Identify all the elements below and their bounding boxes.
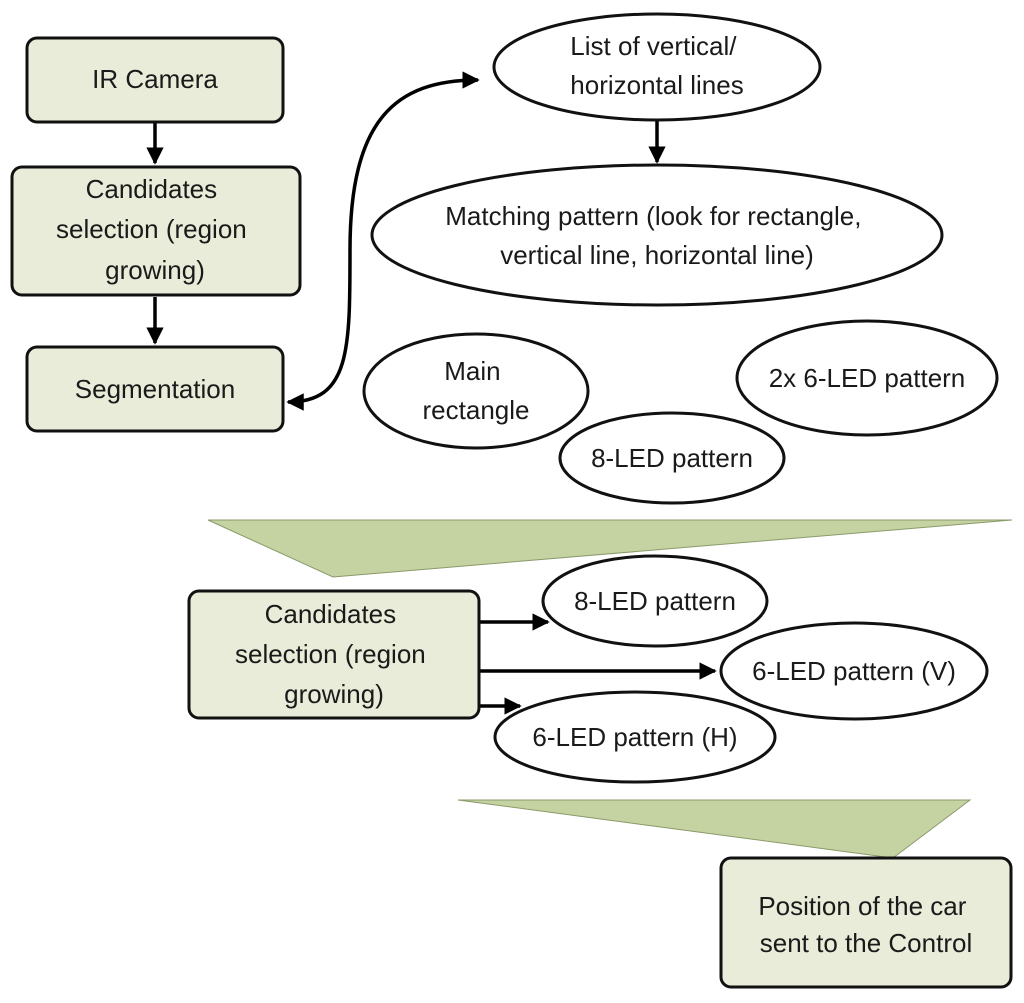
svg-text:Matching pattern (look for rec: Matching pattern (look for rectangle, ve… — [445, 201, 868, 270]
two-six-led-ellipse: 2x 6-LED pattern — [735, 319, 999, 437]
svg-text:List of vertical/ horizo: List of vertical/ horizontal lines — [570, 31, 743, 100]
svg-text:8-LED pattern: 8-LED pattern — [574, 586, 736, 616]
arrow-segmentation-lines-bidirectional — [286, 71, 480, 411]
svg-text:Segmentation: Segmentation — [75, 374, 235, 404]
svg-text:6-LED pattern (V): 6-LED pattern (V) — [752, 656, 956, 686]
matching-pattern-ellipse: Matching pattern (look for rectangle, ve… — [370, 163, 944, 307]
svg-text:IR Camera: IR Camera — [92, 64, 218, 94]
svg-text:2x 6-LED pattern: 2x 6-LED pattern — [769, 363, 966, 393]
candidates-selection-box-bottom: Candidates selection (region growing) — [187, 589, 481, 720]
position-box: Position of the car sent to the Control — [719, 856, 1013, 989]
svg-text:6-LED pattern (H): 6-LED pattern (H) — [532, 722, 737, 752]
svg-text:Position of the car sent: Position of the car sent to the Control — [758, 891, 973, 958]
eight-led-ellipse-bottom: 8-LED pattern — [541, 554, 769, 648]
main-rectangle-ellipse: Main rectangle — [362, 332, 590, 450]
svg-text:Candidates selection (re: Candidates selection (region growing) — [235, 599, 433, 709]
svg-text:8-LED pattern: 8-LED pattern — [591, 443, 753, 473]
candidates-selection-box-top: Candidates selection (region growing) — [10, 165, 302, 297]
six-led-v-ellipse: 6-LED pattern (V) — [719, 621, 989, 721]
funnel-top — [207, 519, 1013, 578]
svg-text:Main rectangle: Main rectangle — [423, 356, 530, 425]
eight-led-ellipse-top: 8-LED pattern — [558, 411, 786, 505]
ir-camera-label: IR Camera — [92, 64, 218, 94]
ir-camera-box: IR Camera — [25, 36, 285, 124]
funnel-bottom — [457, 799, 972, 859]
segmentation-box: Segmentation — [25, 345, 285, 433]
lines-list-ellipse: List of vertical/ horizontal lines — [492, 12, 822, 122]
six-led-h-ellipse: 6-LED pattern (H) — [493, 690, 777, 784]
svg-text:Candidates selection (re: Candidates selection (region growing) — [56, 174, 254, 285]
